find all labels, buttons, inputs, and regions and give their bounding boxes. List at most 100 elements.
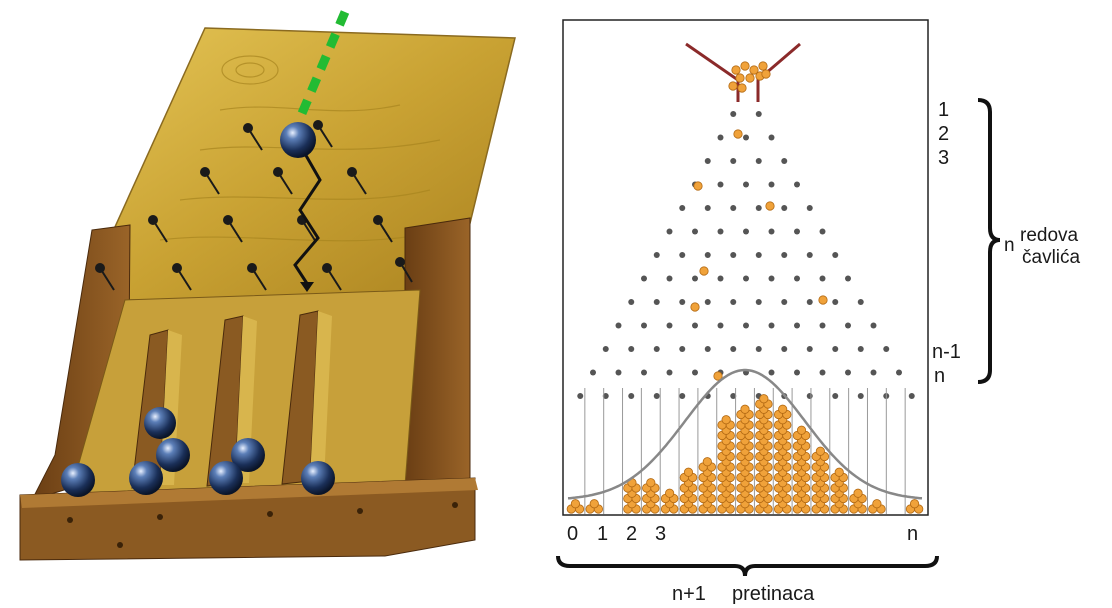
bead bbox=[699, 266, 709, 276]
bead bbox=[702, 457, 712, 467]
peg bbox=[794, 181, 800, 188]
peg bbox=[908, 393, 915, 399]
peg bbox=[806, 205, 813, 211]
peg bbox=[845, 322, 851, 329]
peg bbox=[602, 346, 609, 352]
bead bbox=[745, 73, 755, 83]
bead bbox=[749, 65, 759, 75]
peg bbox=[806, 393, 813, 399]
bead bbox=[683, 467, 694, 477]
bins-bracket bbox=[556, 555, 939, 577]
peg bbox=[883, 346, 890, 352]
peg bbox=[730, 299, 737, 305]
peg bbox=[679, 393, 686, 399]
row-label-2: 2 bbox=[938, 123, 950, 145]
bead bbox=[690, 302, 700, 312]
peg bbox=[755, 158, 762, 164]
peg bbox=[628, 393, 635, 399]
peg bbox=[743, 322, 749, 329]
peg bbox=[755, 111, 762, 117]
peg bbox=[590, 369, 596, 376]
peg bbox=[794, 322, 800, 329]
bead bbox=[758, 61, 768, 71]
bead bbox=[834, 467, 844, 477]
peg bbox=[870, 369, 877, 376]
peg bbox=[768, 181, 775, 188]
peg bbox=[743, 228, 749, 235]
peg bbox=[679, 252, 686, 258]
peg bbox=[819, 322, 826, 329]
rows-bracket bbox=[977, 98, 1001, 384]
peg bbox=[641, 275, 647, 282]
bead bbox=[721, 415, 731, 425]
peg bbox=[602, 393, 609, 399]
peg bbox=[870, 322, 877, 329]
peg bbox=[832, 299, 839, 305]
peg bbox=[768, 228, 775, 235]
peg bbox=[717, 228, 724, 235]
bead bbox=[570, 499, 581, 509]
peg bbox=[730, 158, 737, 164]
peg bbox=[730, 205, 737, 211]
peg bbox=[845, 275, 851, 282]
bracket-n: n bbox=[1004, 235, 1015, 256]
peg bbox=[755, 299, 762, 305]
peg bbox=[577, 393, 584, 399]
peg bbox=[730, 393, 737, 399]
peg bbox=[768, 369, 775, 376]
peg bbox=[832, 346, 839, 352]
peg bbox=[615, 322, 622, 329]
peg bbox=[730, 346, 737, 352]
peg bbox=[653, 346, 660, 352]
peg bbox=[730, 111, 737, 117]
row-label-3: 3 bbox=[938, 147, 950, 169]
peg bbox=[857, 299, 864, 305]
bead bbox=[796, 425, 807, 435]
peg bbox=[628, 299, 635, 305]
peg bbox=[679, 346, 686, 352]
peg bbox=[704, 158, 711, 164]
peg bbox=[717, 322, 724, 329]
peg bbox=[679, 299, 686, 305]
peg bbox=[717, 275, 724, 282]
bead bbox=[778, 404, 788, 414]
peg bbox=[794, 275, 800, 282]
bins-count-label: n+1 bbox=[672, 583, 706, 605]
bead bbox=[737, 83, 747, 93]
peg bbox=[704, 346, 711, 352]
peg bbox=[819, 228, 826, 235]
bracket-cavlica: čavlića bbox=[1022, 247, 1081, 268]
peg bbox=[781, 205, 788, 211]
peg bbox=[666, 275, 673, 282]
bin-label-3: 3 bbox=[655, 523, 667, 545]
peg bbox=[704, 299, 711, 305]
peg-grid bbox=[577, 111, 915, 399]
bin-label-n: n bbox=[907, 523, 919, 545]
row-label-1: 1 bbox=[938, 99, 950, 121]
peg bbox=[717, 181, 724, 188]
peg bbox=[641, 369, 647, 376]
peg bbox=[781, 299, 788, 305]
peg bbox=[794, 369, 800, 376]
peg bbox=[641, 322, 647, 329]
peg bbox=[794, 228, 800, 235]
peg bbox=[666, 322, 673, 329]
peg bbox=[768, 134, 775, 141]
bead bbox=[740, 404, 750, 414]
peg bbox=[857, 346, 864, 352]
bead bbox=[818, 295, 828, 305]
peg bbox=[781, 158, 788, 164]
peg bbox=[679, 205, 686, 211]
peg bbox=[806, 346, 813, 352]
bead-stack bbox=[566, 61, 924, 514]
bead bbox=[665, 488, 675, 498]
peg bbox=[819, 369, 826, 376]
peg bbox=[743, 181, 749, 188]
bead bbox=[731, 65, 741, 75]
bead bbox=[761, 69, 771, 79]
peg bbox=[653, 252, 660, 258]
bin-label-0: 0 bbox=[567, 523, 579, 545]
row-label-n: n bbox=[934, 365, 946, 387]
bead bbox=[713, 371, 723, 381]
